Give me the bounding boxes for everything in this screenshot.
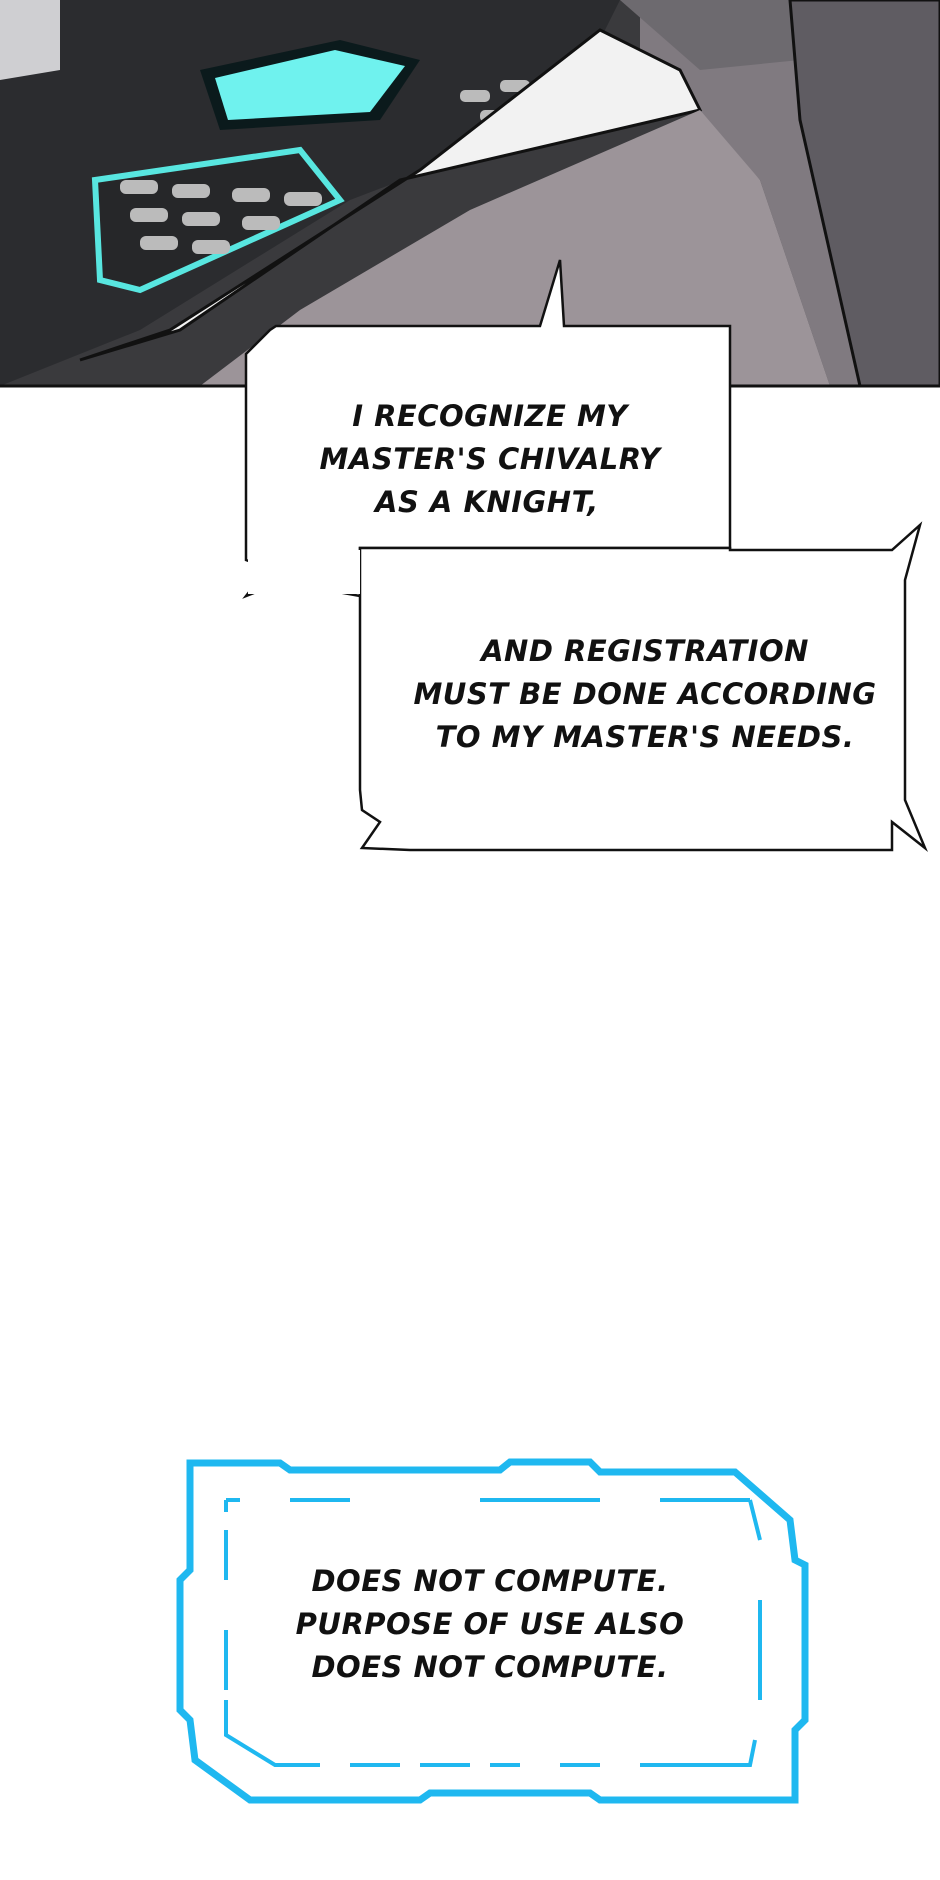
speech-bubble-1-text: I RECOGNIZE MY MASTER'S CHIVALRY AS A KN…	[300, 395, 680, 524]
comic-panel-artwork	[0, 0, 940, 388]
bubble-2-line: MUST BE DONE ACCORDING	[413, 677, 877, 711]
bubble-2-line: TO MY MASTER'S NEEDS.	[435, 720, 855, 754]
system-message-text: DOES NOT COMPUTE. PURPOSE OF USE ALSO DO…	[280, 1560, 700, 1689]
glowing-panel-icon	[215, 50, 405, 120]
bubble-1-line: MASTER'S CHIVALRY	[319, 442, 661, 476]
bubble-2-line: AND REGISTRATION	[481, 634, 809, 668]
system-message-box	[176, 1458, 809, 1804]
speech-bubble-2-text: AND REGISTRATION MUST BE DONE ACCORDING …	[405, 630, 885, 759]
system-line: DOES NOT COMPUTE.	[311, 1564, 669, 1598]
speech-bubble-2	[358, 521, 929, 852]
system-line: PURPOSE OF USE ALSO	[295, 1607, 685, 1641]
system-line: DOES NOT COMPUTE.	[311, 1650, 669, 1684]
bubble-1-line: AS A KNIGHT,	[375, 485, 599, 519]
bubble-1-line: I RECOGNIZE MY	[352, 399, 628, 433]
